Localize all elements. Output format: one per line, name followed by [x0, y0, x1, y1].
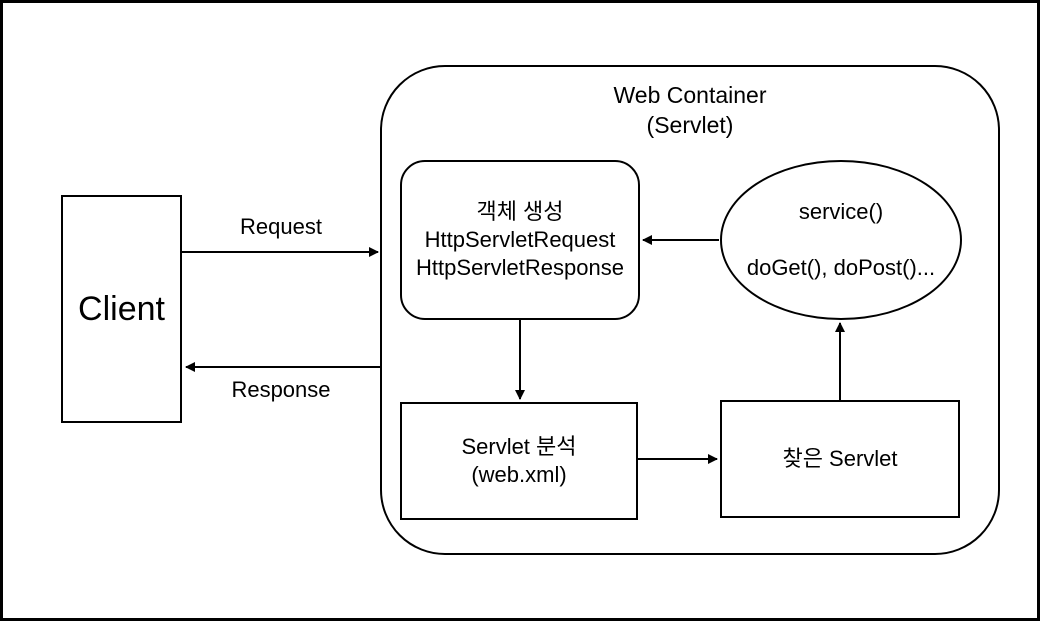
web-container-title: Web Container (Servlet) [382, 80, 998, 140]
object-creation-line1: 객체 생성 [476, 199, 564, 224]
service-line1: service() [798, 199, 884, 224]
found-servlet-label: 찾은 Servlet [782, 446, 898, 471]
service-line2: doGet(), doPost()... [746, 255, 936, 280]
client-label: Client [78, 290, 165, 328]
web-container-title-line2: (Servlet) [646, 112, 734, 138]
servlet-analysis-node: Servlet 분석 (web.xml) [400, 402, 638, 520]
service-ellipse-node: service() doGet(), doPost()... [720, 160, 962, 320]
web-container-title-line1: Web Container [613, 82, 767, 108]
found-servlet-node: 찾은 Servlet [720, 400, 960, 518]
response-edge-label: Response [231, 377, 331, 402]
servlet-analysis-line1: Servlet 분석 [461, 434, 577, 459]
web-container-node: Web Container (Servlet) 객체 생성 HttpServle… [380, 65, 1000, 555]
client-node: Client [61, 195, 182, 423]
servlet-analysis-line2: (web.xml) [471, 462, 567, 487]
request-edge-label: Request [240, 214, 322, 239]
object-creation-line3: HttpServletResponse [416, 255, 624, 280]
object-creation-node: 객체 생성 HttpServletRequest HttpServletResp… [400, 160, 640, 320]
object-creation-line2: HttpServletRequest [424, 227, 616, 252]
